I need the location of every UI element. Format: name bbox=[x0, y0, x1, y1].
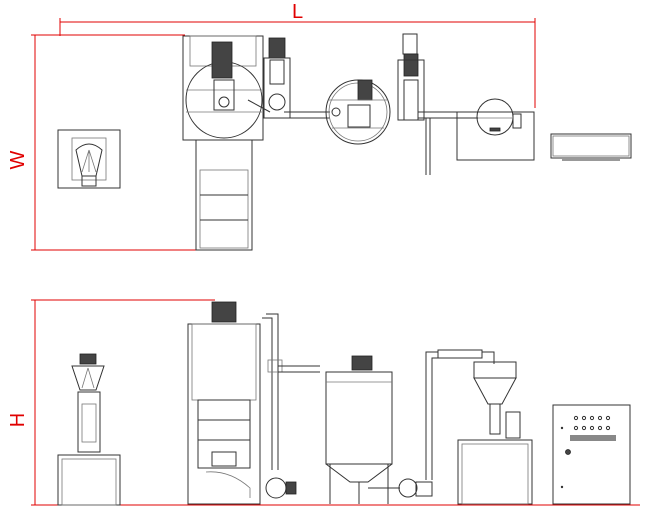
filling-machine-top bbox=[456, 98, 535, 161]
pump-1-top bbox=[263, 37, 291, 119]
length-label: L bbox=[292, 1, 303, 23]
reactor-tank-top bbox=[325, 79, 391, 145]
cabinet-logo bbox=[570, 435, 616, 441]
width-label: W bbox=[7, 150, 29, 169]
pump-2-front bbox=[368, 349, 495, 498]
height-dimension: H bbox=[7, 299, 640, 506]
hopper-station-top bbox=[57, 129, 121, 189]
filling-machine-front bbox=[457, 361, 533, 505]
control-cabinet-top bbox=[550, 133, 632, 161]
width-dimension: W bbox=[7, 34, 200, 251]
top-view bbox=[57, 33, 632, 251]
hopper-station-front bbox=[57, 353, 121, 506]
control-cabinet-front bbox=[552, 404, 631, 505]
mixing-tank-front bbox=[187, 301, 261, 505]
ladder-top bbox=[195, 139, 253, 251]
height-label: H bbox=[7, 413, 29, 427]
front-view bbox=[57, 301, 631, 506]
reactor-tank-front bbox=[325, 355, 393, 504]
cabinet-switch bbox=[565, 449, 571, 455]
transfer-pipe-1 bbox=[262, 313, 320, 499]
cabinet-indicator-lights bbox=[573, 415, 611, 431]
mixing-tank-top bbox=[182, 35, 271, 141]
pump-2-top bbox=[397, 33, 425, 121]
length-dimension: L bbox=[59, 1, 536, 108]
